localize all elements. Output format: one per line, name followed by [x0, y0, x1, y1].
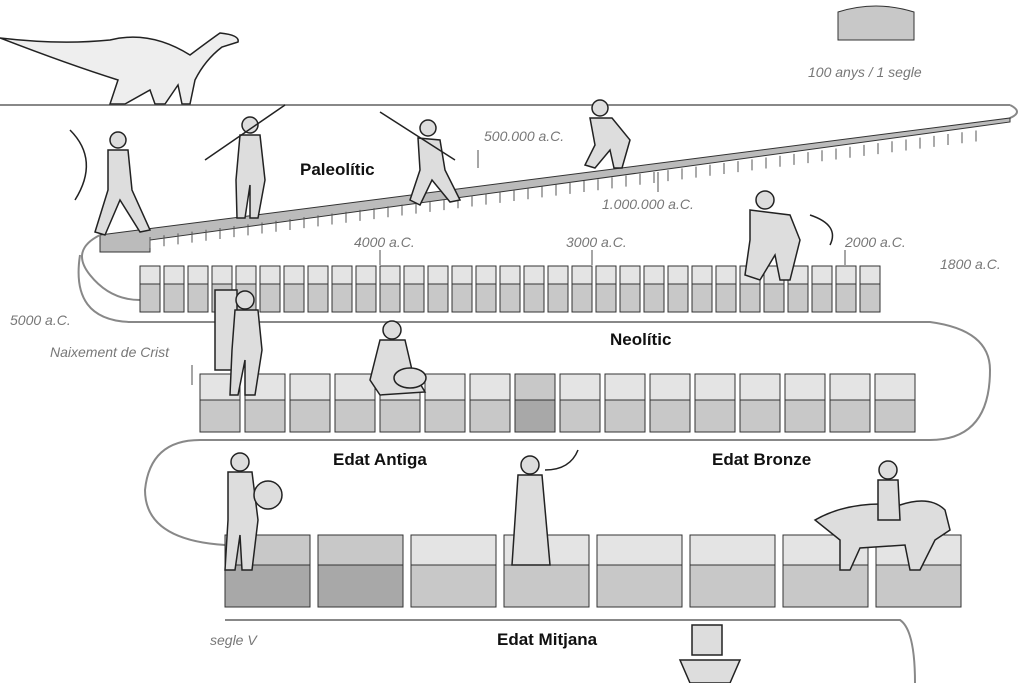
timeline-block: [379, 265, 401, 313]
timeline-block: [667, 265, 689, 313]
date-5000: 5000 a.C.: [10, 312, 71, 328]
timeline-block: [523, 265, 545, 313]
timeline-block: [715, 265, 737, 313]
ship-figure: [678, 624, 742, 683]
timeline-block: [334, 373, 376, 433]
timeline-block: [317, 534, 404, 608]
scale-legend-label: 100 anys / 1 segle: [808, 64, 922, 80]
timeline-block: [163, 265, 185, 313]
timeline-block: [689, 534, 776, 608]
timeline-block: [596, 534, 683, 608]
date-naixement-crist: Naixement de Crist: [50, 344, 170, 360]
date-3000: 3000 a.C.: [566, 234, 627, 250]
timeline-block: [787, 265, 809, 313]
archer-figure: [69, 129, 152, 236]
date-4000: 4000 a.C.: [354, 234, 415, 250]
timeline-block: [139, 265, 161, 313]
crouching-figure: [583, 99, 631, 169]
timeline-block: [283, 265, 305, 313]
timeline-block: [691, 265, 713, 313]
era-label-neolitic: Neolític: [610, 330, 672, 349]
timeline-block: [619, 265, 641, 313]
timeline-block: [782, 534, 869, 608]
timeline-block: [649, 373, 691, 433]
timeline-block: [874, 373, 916, 433]
timeline-block: [571, 265, 593, 313]
era-label-paleolitic: Paleolític: [300, 160, 375, 179]
timeline-block: [499, 265, 521, 313]
timeline-block: [739, 373, 781, 433]
timeline-block: [595, 265, 617, 313]
timeline-block: [694, 373, 736, 433]
timeline-block: [604, 373, 646, 433]
date-1000000: 1.000.000 a.C.: [602, 196, 694, 212]
date-2000: 2000 a.C.: [845, 234, 906, 250]
timeline-block: [829, 373, 871, 433]
timeline-block: [643, 265, 665, 313]
timeline-block: [514, 373, 556, 433]
timeline-block: [331, 265, 353, 313]
timeline-block: [424, 373, 466, 433]
knight-on-horse-figure: [813, 460, 951, 571]
timeline-block: [469, 373, 511, 433]
timeline-block: [559, 373, 601, 433]
timeline-block: [307, 265, 329, 313]
timeline-block: [784, 373, 826, 433]
spear-hunter-figure: [204, 104, 286, 219]
era-label-edat-mitjana: Edat Mitjana: [497, 630, 598, 649]
timeline-block: [403, 265, 425, 313]
date-markers: [191, 150, 846, 385]
timeline-block: [811, 265, 833, 313]
timeline-block: [451, 265, 473, 313]
date-1800: 1800 a.C.: [940, 256, 1001, 272]
timeline-block: [187, 265, 209, 313]
dinosaur-figure: [0, 32, 239, 105]
arab-figure: [511, 449, 579, 566]
potter-figure: [369, 320, 427, 396]
timeline-block: [475, 265, 497, 313]
viking-figure: [224, 452, 283, 571]
era-label-edat-bronze: Edat Bronze: [712, 450, 812, 469]
timeline-block: [355, 265, 377, 313]
era-label-edat-antiga: Edat Antiga: [333, 450, 427, 469]
date-500000: 500.000 a.C.: [484, 128, 565, 144]
timeline-block: [289, 373, 331, 433]
roman-soldier-figure: [214, 289, 263, 396]
timeline-block: [259, 265, 281, 313]
path-line: [77, 254, 992, 546]
timeline-block: [835, 265, 857, 313]
timeline-block: [859, 265, 881, 313]
timeline-block: [427, 265, 449, 313]
timeline-block: [547, 265, 569, 313]
timeline-block: [410, 534, 497, 608]
running-hunter-figure: [379, 111, 462, 207]
farmer-figure: [744, 190, 834, 281]
legend-block: [837, 5, 915, 41]
date-segle-v: segle V: [210, 632, 257, 648]
